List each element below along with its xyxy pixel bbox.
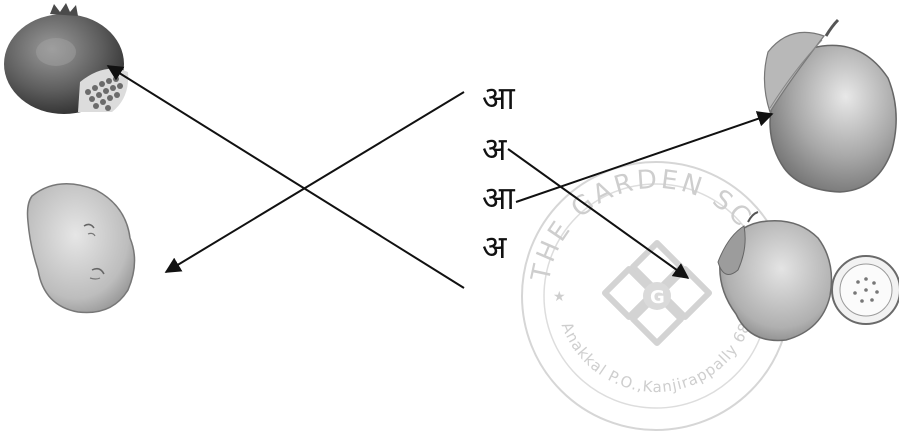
pomegranate-image [4, 3, 128, 114]
arrow-line-1 [166, 92, 464, 272]
potato-image [28, 184, 135, 313]
watermark-monogram: G [650, 287, 665, 308]
arrow-line-2 [508, 149, 688, 278]
mango-image [764, 20, 896, 192]
star-icon: ★ [553, 289, 566, 305]
letter-2: अ [482, 131, 506, 167]
guava-image [718, 212, 899, 340]
arrow-line-4 [108, 66, 464, 288]
letter-4: अ [482, 229, 506, 265]
letter-3: आ [482, 180, 515, 216]
letter-1: आ [482, 80, 515, 116]
